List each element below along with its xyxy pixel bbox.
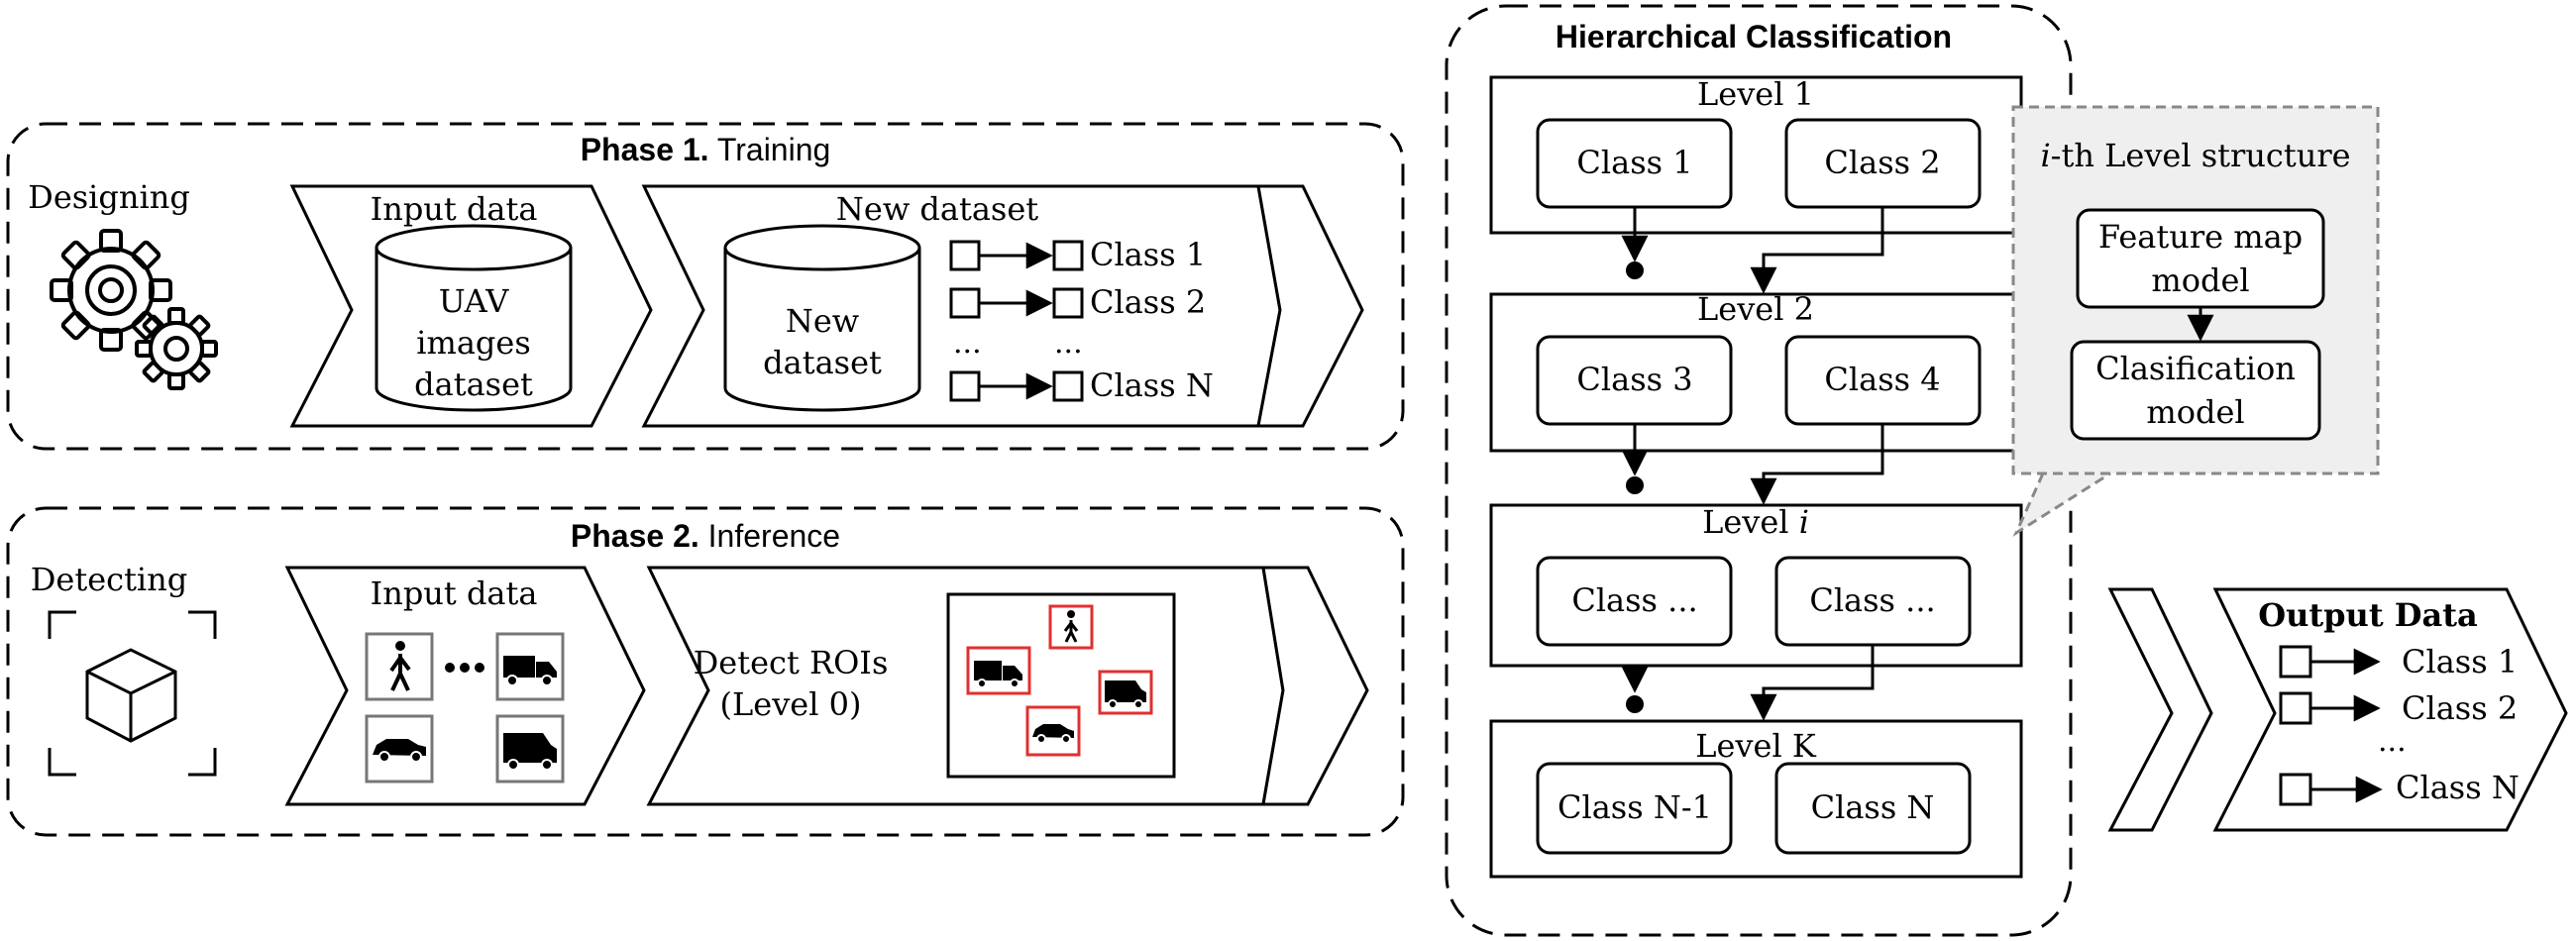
output-panel: Output Data Class 1 Class 2 ... Class N: [2107, 587, 2568, 832]
level-k-class-b: [1774, 762, 1972, 855]
level-1-class-b-text: Class 2: [1824, 144, 1940, 181]
output-ellipsis: ...: [2378, 724, 2407, 759]
output-class-2: Class 2: [2402, 689, 2518, 727]
scene-truck-icon: [974, 661, 1022, 688]
connector-dots: [1626, 261, 1644, 713]
output-small-chevron: [2107, 587, 2213, 832]
detecting-label: Detecting: [31, 561, 188, 598]
dataset-class-mappings: [949, 240, 1084, 402]
dataset-ellipsis-left: ...: [953, 326, 982, 361]
phase2-panel: Phase 2. Inference Detecting Input data: [6, 506, 1405, 837]
phase1-panel: Phase 1. Training Designing: [6, 122, 1405, 451]
truck-icon: [503, 656, 557, 686]
hierarchy-panel: Hierarchical Classification Level 1 Clas…: [1445, 4, 2380, 937]
detect-line-2: (Level 0): [720, 685, 862, 723]
output-class-1: Class 1: [2402, 643, 2518, 680]
level-i-class-a-text: Class ...: [1571, 581, 1697, 619]
level-1-class-a-text: Class 1: [1576, 144, 1692, 181]
designing-label: Designing: [28, 178, 190, 216]
feature-map-line-1: Feature map: [2098, 218, 2303, 256]
dataset-class-1: Class 1: [1090, 236, 1206, 273]
cube-detection-icon: [48, 610, 217, 777]
scene-van-icon: [1105, 680, 1146, 709]
uav-db-line-1: UAV: [439, 282, 510, 320]
level-k-class-a-text: Class N-1: [1557, 788, 1712, 826]
feature-map-line-2: model: [2151, 261, 2249, 299]
new-db-line-1: New: [786, 302, 859, 340]
classification-line-1: Clasification: [2095, 350, 2296, 387]
level-2-class-b-text: Class 4: [1824, 361, 1940, 398]
classification-model-box: [2070, 340, 2321, 441]
level-structure-title: i-th Level structure: [2040, 137, 2350, 174]
pedestrian-icon: [389, 641, 411, 691]
hierarchy-title: Hierarchical Classification: [1556, 19, 1952, 54]
phase2-dashed-border: [6, 506, 1405, 837]
phase1-small-chevron: [1256, 184, 1364, 428]
thumbnail-ellipsis-dots: [445, 663, 484, 673]
phase1-input-title: Input data: [371, 190, 538, 228]
uav-database-icon: [375, 224, 573, 412]
detect-line-1: Detect ROIs: [694, 644, 889, 681]
level-k-class-b-text: Class N: [1811, 788, 1935, 826]
output-title: Output Data: [2258, 596, 2477, 634]
phase1-newdataset-title: New dataset: [836, 190, 1038, 228]
new-database-icon: [723, 224, 921, 412]
phase2-input-title: Input data: [371, 575, 538, 612]
classification-line-2: model: [2146, 393, 2244, 431]
level-i-class-b-text: Class ...: [1809, 581, 1935, 619]
new-db-line-2: dataset: [763, 344, 882, 381]
scene-pedestrian-icon: [1063, 610, 1079, 643]
dataset-class-n: Class N: [1090, 366, 1214, 404]
level-structure-callout-pointer: [2012, 471, 2111, 537]
output-class-mappings: [2279, 645, 2383, 806]
level-2-class-a-text: Class 3: [1576, 361, 1692, 398]
phase2-small-chevron: [1261, 566, 1369, 806]
level-k-label: Level K: [1695, 727, 1817, 765]
level-i-class-a: [1536, 556, 1733, 647]
phase1-dashed-border: [6, 122, 1405, 451]
uav-db-line-3: dataset: [414, 366, 533, 403]
car-icon: [373, 739, 426, 763]
level-1-label: Level 1: [1697, 75, 1814, 113]
dataset-ellipsis-right: ...: [1054, 326, 1083, 361]
level-i-label: Level i: [1702, 503, 1809, 541]
van-icon: [503, 733, 557, 771]
level-2-label: Level 2: [1697, 290, 1814, 328]
uav-db-line-2: images: [416, 324, 531, 362]
output-class-n: Class N: [2396, 769, 2520, 806]
phase1-title: Phase 1. Training: [581, 132, 831, 167]
dataset-class-2: Class 2: [1090, 283, 1206, 321]
hierarchy-dashed-border: [1445, 4, 2073, 937]
level-connectors: [1621, 207, 1884, 721]
phase2-title: Phase 2. Inference: [571, 518, 840, 554]
scene-car-icon: [1032, 724, 1074, 744]
gears-icon: [50, 229, 218, 390]
level-k-class-a: [1536, 762, 1733, 855]
